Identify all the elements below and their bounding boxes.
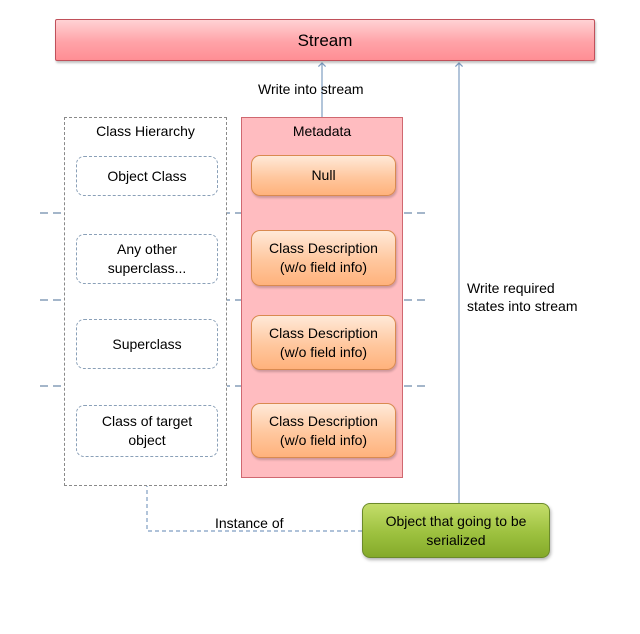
superclass-node: Superclass — [76, 319, 218, 369]
node-text: (w/o field info) — [279, 259, 368, 275]
stream-label: Stream — [297, 30, 353, 50]
write-required-label-line2: states into stream — [467, 298, 578, 314]
node-text: (w/o field info) — [279, 431, 368, 448]
null-metadata-node: Null — [251, 155, 396, 196]
write-into-stream-label: Write into stream — [258, 81, 364, 97]
class-description-node: Class Description (w/o field info) — [251, 315, 396, 370]
object-class-node: Object Class — [76, 156, 218, 196]
node-text: Object Class — [107, 167, 187, 184]
instance-of-label: Instance of — [215, 515, 284, 531]
write-required-label-line1: Write required — [467, 280, 555, 296]
class-of-target-object-node: Class of target object — [76, 405, 218, 457]
node-text: Class of target — [101, 413, 193, 429]
stream-box: Stream — [55, 19, 595, 61]
instance-of-connector — [142, 457, 362, 532]
any-other-superclass-node: Any other superclass... — [76, 234, 218, 284]
node-text: Superclass — [112, 335, 182, 352]
metadata-title: Metadata — [292, 123, 352, 139]
node-text: Object that going to be — [385, 512, 527, 529]
node-text: Class Description — [269, 412, 378, 429]
class-hierarchy-title: Class Hierarchy — [96, 123, 195, 139]
serialized-object-node: Object that going to be serialized — [362, 503, 550, 558]
node-text: serialized — [426, 531, 486, 548]
node-text: Class Description — [269, 240, 378, 256]
node-text: (w/o field info) — [279, 343, 368, 360]
node-text: Class Description — [269, 324, 378, 341]
class-description-node: Class Description (w/o field info) — [251, 403, 396, 458]
node-text: Any other — [117, 241, 177, 257]
class-description-node: Class Description (w/o field info) — [251, 230, 396, 286]
node-text: superclass... — [107, 260, 187, 276]
node-text: object — [128, 432, 166, 448]
node-text: Null — [311, 167, 336, 183]
